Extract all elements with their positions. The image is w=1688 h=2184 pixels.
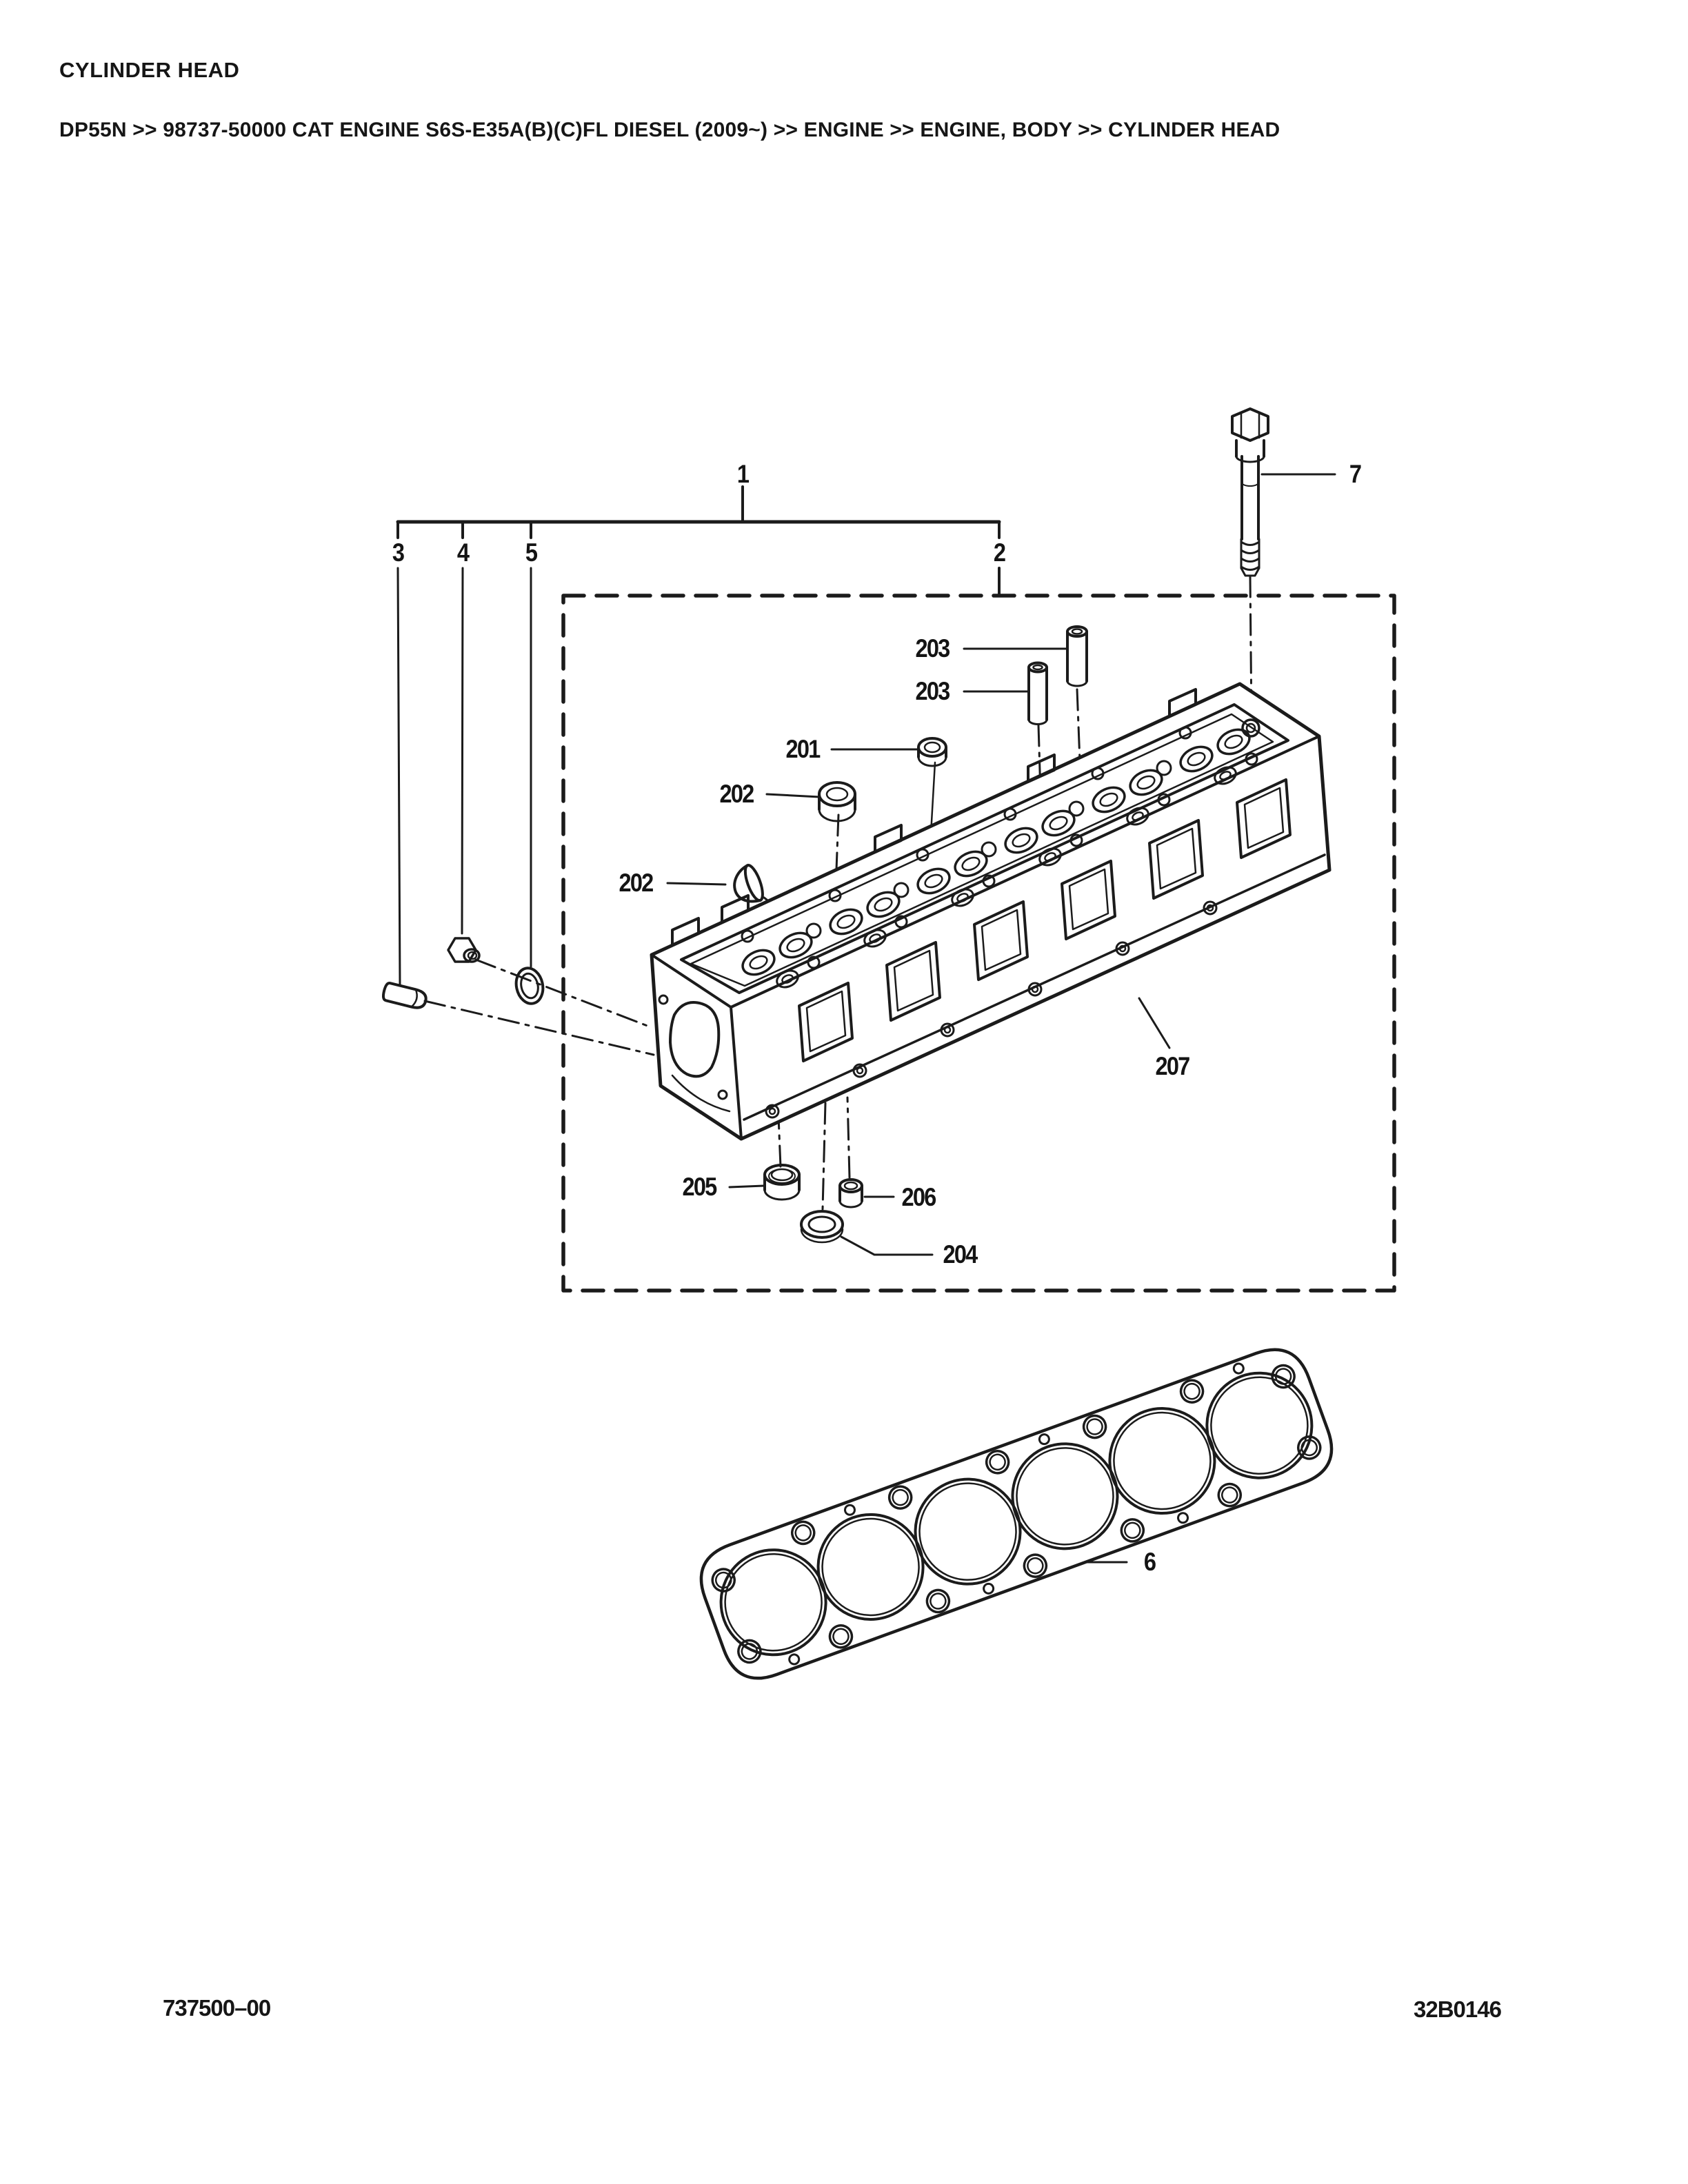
callout-202a: 202 bbox=[719, 780, 754, 808]
callout-2: 2 bbox=[993, 538, 1006, 567]
part-seal-205 bbox=[763, 1164, 801, 1201]
part-cup-plug-lower bbox=[733, 864, 764, 903]
part-plug-3 bbox=[381, 981, 428, 1009]
part-o-ring-5 bbox=[514, 967, 545, 1005]
callout-203b: 203 bbox=[915, 677, 950, 705]
leader-lines bbox=[666, 473, 1336, 1564]
page-title: CYLINDER HEAD bbox=[59, 58, 240, 82]
part-head-gasket bbox=[699, 1348, 1334, 1680]
part-head-bolt bbox=[1231, 407, 1269, 577]
callout-202b: 202 bbox=[619, 869, 654, 897]
group-2-dashed-box bbox=[561, 594, 1396, 1293]
part-plug-206 bbox=[838, 1178, 863, 1209]
part-valve-stem-seal bbox=[917, 737, 947, 767]
callout-204: 204 bbox=[943, 1240, 978, 1268]
part-valve-guide-right bbox=[1066, 625, 1088, 687]
callout-203a: 203 bbox=[915, 634, 950, 663]
footer-doc-number: 737500–00 bbox=[163, 1995, 271, 2021]
callout-3: 3 bbox=[392, 538, 405, 567]
part-valve-guide-left bbox=[1027, 661, 1048, 725]
callout-5: 5 bbox=[525, 538, 538, 567]
part-gasket-ring-204 bbox=[800, 1210, 844, 1244]
callout-7: 7 bbox=[1349, 460, 1362, 488]
callout-6: 6 bbox=[1143, 1548, 1156, 1576]
callout-201: 201 bbox=[785, 735, 821, 763]
footer-figure-code: 32B0146 bbox=[1414, 1996, 1502, 2022]
callout-1: 1 bbox=[736, 460, 750, 488]
callout-205: 205 bbox=[682, 1173, 717, 1201]
callout-207: 207 bbox=[1155, 1052, 1190, 1080]
callout-4: 4 bbox=[456, 538, 470, 567]
part-plug-4 bbox=[447, 937, 481, 963]
callout-bracket bbox=[396, 485, 1001, 987]
part-cylinder-head bbox=[650, 682, 1332, 1141]
breadcrumb: DP55N >> 98737-50000 CAT ENGINE S6S-E35A… bbox=[59, 119, 1280, 141]
part-cap-plug-upper bbox=[818, 781, 856, 822]
callout-206: 206 bbox=[901, 1183, 936, 1211]
